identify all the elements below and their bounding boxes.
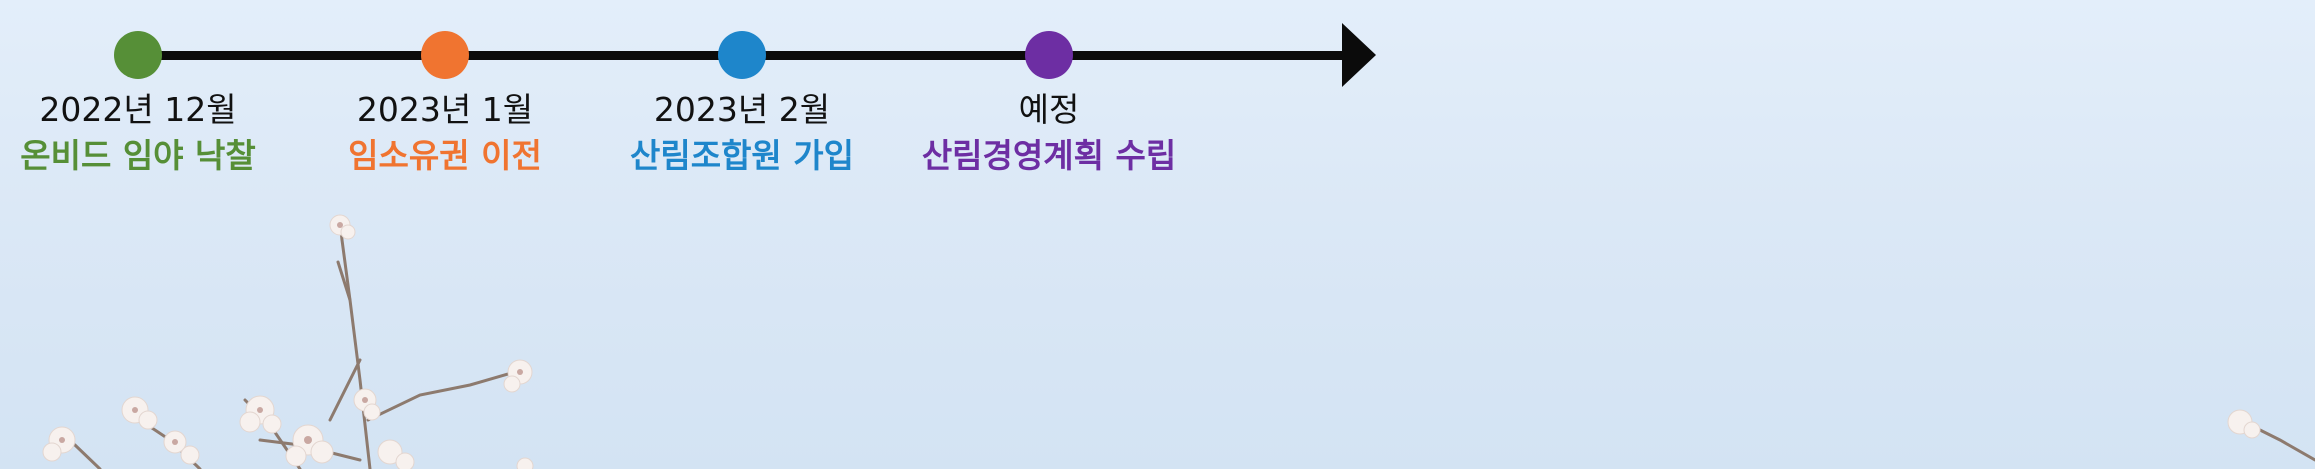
event-label: 온비드 임야 낙찰 [20,136,256,175]
cherry-blossom-icon [2227,409,2261,439]
timeline-dot [421,31,469,79]
event-date: 예정 [1018,90,1080,129]
event-label: 산림조합원 가입 [629,136,854,175]
timeline-event-2: 2023년 1월 임소유권 이전 [295,0,595,190]
timeline-event-1: 2022년 12월 온비드 임야 낙찰 [0,0,288,190]
arrow-right-icon [1342,23,1376,87]
event-date: 2023년 2월 [653,90,831,129]
timeline-event-4: 예정 산림경영계획 수립 [899,0,1199,190]
cherry-blossom-icon [59,222,523,445]
timeline-dot [114,31,162,79]
timeline-dot [718,31,766,79]
event-date: 2023년 1월 [356,90,534,129]
event-label: 산림경영계획 수립 [921,136,1177,175]
timeline-dot [1025,31,1073,79]
event-date: 2022년 12월 [39,90,237,129]
branch-left [53,218,517,469]
event-label: 임소유권 이전 [348,136,542,175]
cherry-blossom-icon [42,214,534,469]
timeline-event-3: 2023년 2월 산림조합원 가입 [592,0,892,190]
